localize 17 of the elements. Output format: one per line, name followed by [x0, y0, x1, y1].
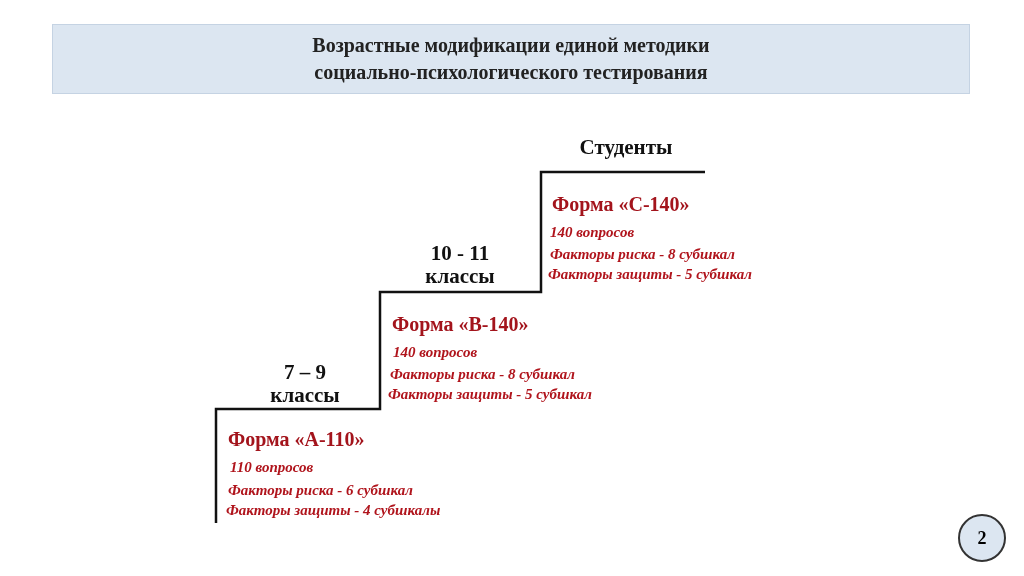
form-heading: Форма «С-140» [552, 193, 690, 215]
protection-factors-text: Факторы защиты - 5 субшкал [548, 266, 752, 283]
level-heading: 7 – 9 классы [269, 361, 341, 408]
page-number: 2 [958, 514, 1006, 562]
level-heading: Студенты [578, 136, 674, 160]
question-count: 110 вопросов [230, 459, 314, 476]
question-count: 140 вопросов [550, 224, 635, 241]
form-heading: Форма «А-110» [228, 428, 365, 450]
risk-factors-text: Факторы риска - 8 субшкал [390, 366, 575, 383]
slide-title: Возрастные модификации единой методики социально-психологического тестирования [311, 33, 711, 86]
protection-factors-text: Факторы защиты - 4 субшкалы [226, 502, 441, 519]
question-count: 140 вопросов [393, 344, 478, 361]
risk-factors-text: Факторы риска - 8 субшкал [550, 246, 735, 263]
form-heading: Форма «В-140» [392, 313, 529, 335]
protection-factors-text: Факторы защиты - 5 субшкал [388, 386, 592, 403]
level-heading: 10 - 11 классы [424, 242, 496, 289]
risk-factors-text: Факторы риска - 6 субшкал [228, 482, 413, 499]
